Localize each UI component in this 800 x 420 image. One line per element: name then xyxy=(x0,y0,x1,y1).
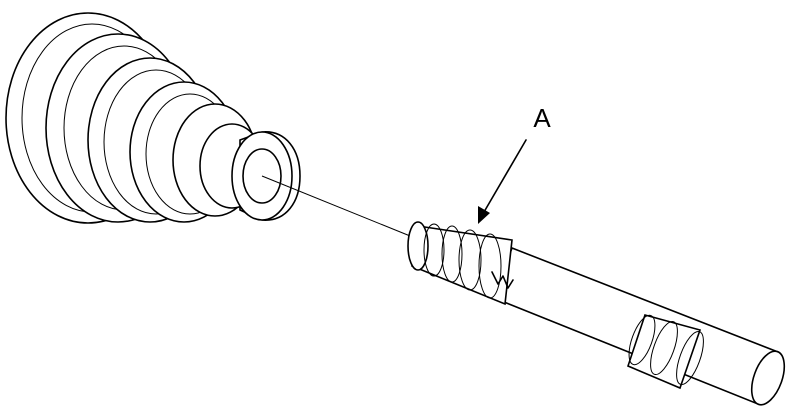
callout-a-arrowhead xyxy=(478,206,490,224)
callout-a-leader xyxy=(483,139,527,213)
callout-a: A xyxy=(478,103,551,224)
alignment-line xyxy=(261,175,421,241)
shaft-collar-ring-3 xyxy=(676,330,704,386)
shaft-body xyxy=(492,246,780,406)
driveshaft xyxy=(407,221,786,406)
shaft-end xyxy=(750,350,786,406)
groove-3 xyxy=(441,225,463,283)
groove-1 xyxy=(407,221,429,271)
cv-boot xyxy=(5,12,301,224)
shaft-collar-ring-1 xyxy=(628,314,656,366)
groove-4 xyxy=(458,229,482,291)
groove-2 xyxy=(423,223,445,277)
break-mark xyxy=(491,271,514,289)
groove-5 xyxy=(478,233,502,299)
callout-a-label: A xyxy=(533,103,551,133)
shaft-collar xyxy=(627,314,702,390)
shaft-collar-ring-2 xyxy=(650,320,678,376)
